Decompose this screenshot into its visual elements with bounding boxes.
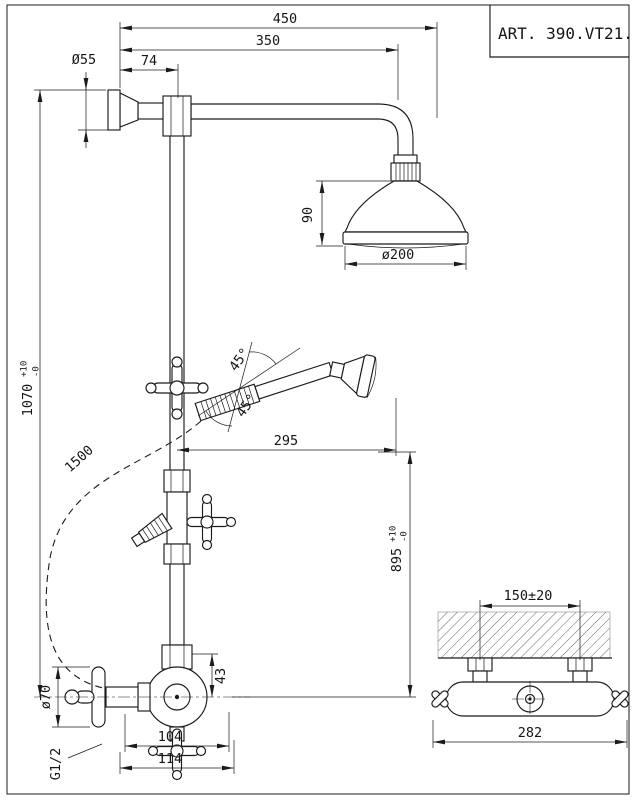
dim-90-label: 90	[300, 207, 316, 223]
handshower-bracket-cross-handle	[145, 356, 209, 420]
dim-handshower-height-895: 895 +10 -0	[232, 451, 416, 698]
dim-front-width-282: 282	[432, 720, 628, 748]
dim-riser-height-1070: 1070 +10 -0	[20, 89, 106, 697]
dim-handle-diameter-70: ø70	[38, 666, 90, 728]
thermostatic-valve	[64, 644, 208, 781]
dim-200-label: ø200	[382, 247, 415, 263]
dim-295-label: 295	[274, 433, 298, 449]
dim-282-label: 282	[518, 725, 542, 741]
dim-hose-length-1500: 1500	[62, 442, 97, 476]
wall-hatch	[437, 611, 611, 659]
diverter-assembly	[130, 469, 237, 565]
diverter-cross-handle	[186, 493, 237, 551]
shower-arm	[190, 103, 414, 158]
title-block: ART. 390.VT21.	[489, 5, 633, 58]
swivel-angle-construction	[197, 341, 301, 433]
valve-front-view	[431, 611, 629, 717]
dim-1500-label: 1500	[62, 442, 97, 476]
dim-handshower-reach-295: 295	[177, 398, 397, 456]
dim-895-tol-plus: +10	[389, 526, 399, 542]
dim-1070-tol-minus: -0	[32, 366, 42, 377]
dim-valve-114: 114	[119, 740, 235, 774]
dim-74-label: 74	[141, 53, 157, 69]
wall-flange	[107, 89, 171, 131]
dim-74: 74	[120, 53, 179, 98]
hand-shower	[194, 354, 377, 422]
dim-valve-offset-43: 43	[192, 653, 229, 697]
dim-43-label: 43	[213, 668, 229, 684]
hose-outlet-nipple	[130, 512, 173, 548]
dim-450: 450	[119, 11, 438, 118]
front-cross-handle-right	[611, 690, 629, 708]
dim-350-label: 350	[256, 33, 280, 49]
dim-350: 350	[120, 33, 399, 100]
dim-head-depth-90: 90	[300, 180, 390, 247]
dim-104-label: 104	[158, 729, 182, 745]
valve-bottom-cross-handle	[147, 726, 207, 781]
dim-1070-label: 1070	[20, 384, 36, 417]
dim-895-tol-minus: -0	[400, 531, 410, 542]
dim-150-label: 150±20	[504, 588, 553, 604]
hand-shower-head	[329, 354, 377, 398]
front-cross-handle-left	[431, 690, 449, 708]
dim-895-label: 895	[389, 548, 405, 572]
arm-union-nut	[162, 95, 192, 137]
inlet-fitting-right	[567, 657, 593, 683]
dim-flange-label: Ø55	[72, 52, 96, 68]
dim-70-label: ø70	[38, 685, 54, 709]
overhead-shower-head	[342, 180, 469, 249]
dim-valve-104: 104	[124, 712, 230, 752]
dim-flange-diameter: Ø55	[72, 52, 110, 148]
inlet-fitting-left	[467, 657, 493, 683]
article-number: ART. 390.VT21.	[498, 24, 633, 43]
dim-1070-tol-plus: +10	[20, 361, 30, 377]
page-frame	[6, 4, 630, 795]
angle-upper-label: 45°	[226, 345, 253, 374]
dim-114-label: 114	[158, 751, 182, 767]
dim-head-diameter-200: ø200	[344, 246, 467, 270]
head-connector-nut	[390, 154, 421, 182]
dim-g12-label: G1/2	[48, 748, 64, 781]
dim-450-label: 450	[273, 11, 297, 27]
dim-thread-g12: G1/2	[48, 743, 103, 781]
dim-inlet-spacing-150: 150±20	[479, 588, 581, 660]
flexible-hose	[45, 420, 202, 689]
